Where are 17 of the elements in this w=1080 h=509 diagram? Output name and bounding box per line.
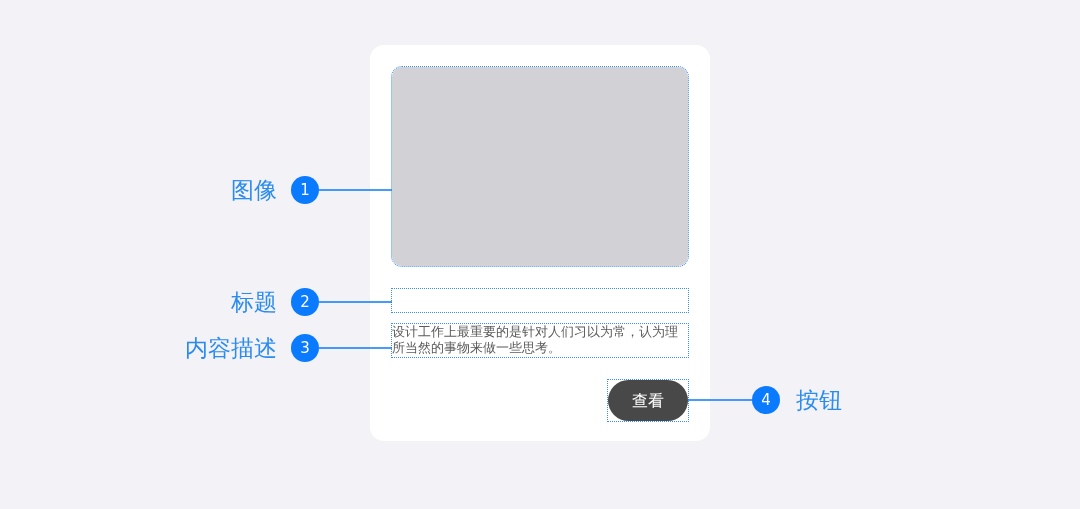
callout-label: 图像	[231, 176, 277, 205]
callout-label: 按钮	[796, 386, 842, 415]
callout-number: 4	[752, 386, 780, 414]
leader-line	[687, 399, 753, 401]
title-area	[392, 289, 688, 312]
callout-number: 3	[291, 334, 319, 362]
leader-line	[318, 347, 393, 349]
view-button: 查看	[608, 380, 688, 421]
description-text: 设计工作上最重要的是针对人们习以为常，认为理所当然的事物来做一些思考。	[392, 324, 679, 356]
card-background	[370, 45, 710, 441]
image-placeholder	[392, 67, 688, 266]
callout-number: 2	[291, 288, 319, 316]
leader-line	[318, 301, 393, 303]
callout-label: 标题	[231, 288, 277, 317]
callout-label: 内容描述	[185, 334, 277, 363]
leader-line	[318, 189, 393, 191]
callout-number: 1	[291, 176, 319, 204]
